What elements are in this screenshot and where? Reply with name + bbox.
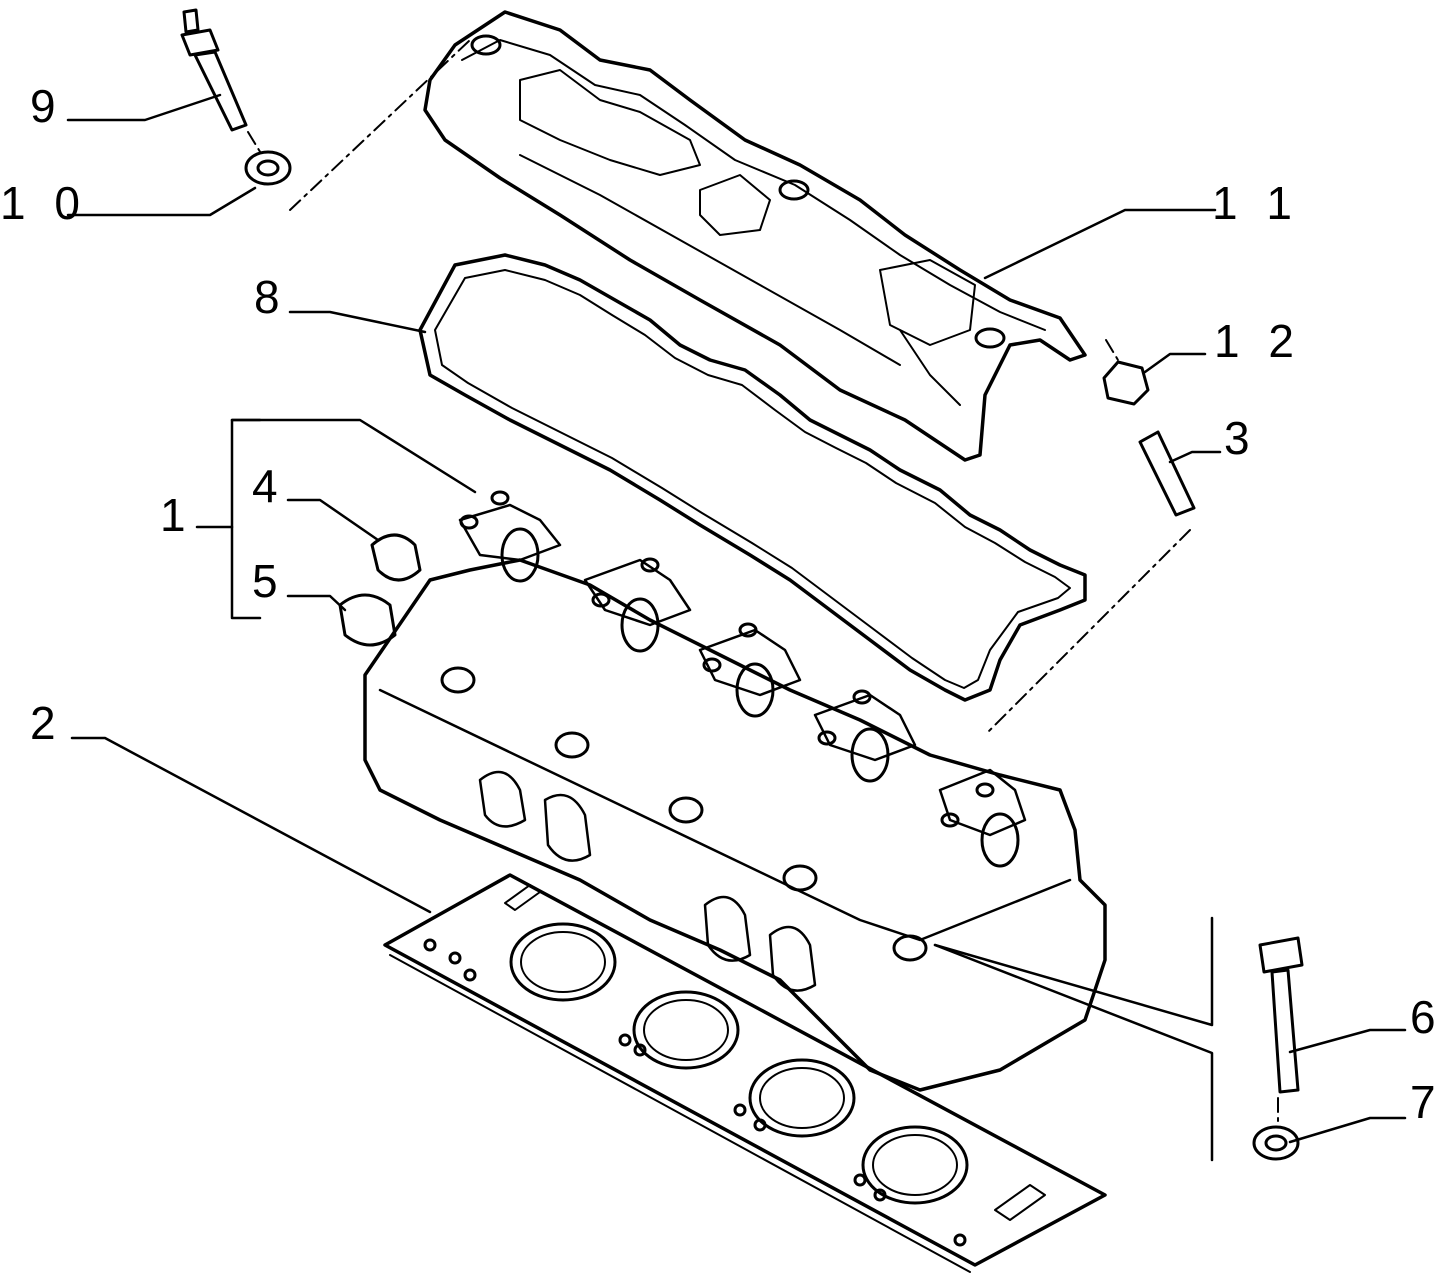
callout-5: 5: [252, 555, 286, 607]
washer-7: [1252, 1125, 1300, 1161]
plug-4: [370, 533, 422, 582]
callout-7: 7: [1410, 1076, 1444, 1128]
head-gasket: [383, 873, 1107, 1273]
callout-11: 1 1: [1212, 177, 1300, 229]
washer-10: [244, 150, 292, 186]
callout-1: 1: [160, 489, 194, 541]
callout-3: 3: [1224, 412, 1258, 464]
callout-12: 1 2: [1214, 315, 1302, 367]
assembly-axis-lines: [247, 39, 1279, 1126]
bolt-9: [180, 8, 248, 132]
callout-9: 9: [30, 80, 64, 132]
bolt-6: [1258, 936, 1304, 1094]
cylinder-head: [363, 490, 1107, 1092]
callout-4: 4: [252, 460, 286, 512]
callout-8: 8: [254, 271, 288, 323]
callout-10: 1 0: [0, 177, 88, 229]
nut-12: [1102, 360, 1150, 406]
plug-5: [338, 593, 397, 647]
stud-3: [1138, 430, 1196, 517]
callout-2: 2: [30, 697, 64, 749]
rocker-cover-gasket: [418, 253, 1087, 702]
rocker-cover: [423, 10, 1087, 462]
leader-lines: [66, 93, 1407, 1162]
callout-6: 6: [1410, 991, 1444, 1043]
